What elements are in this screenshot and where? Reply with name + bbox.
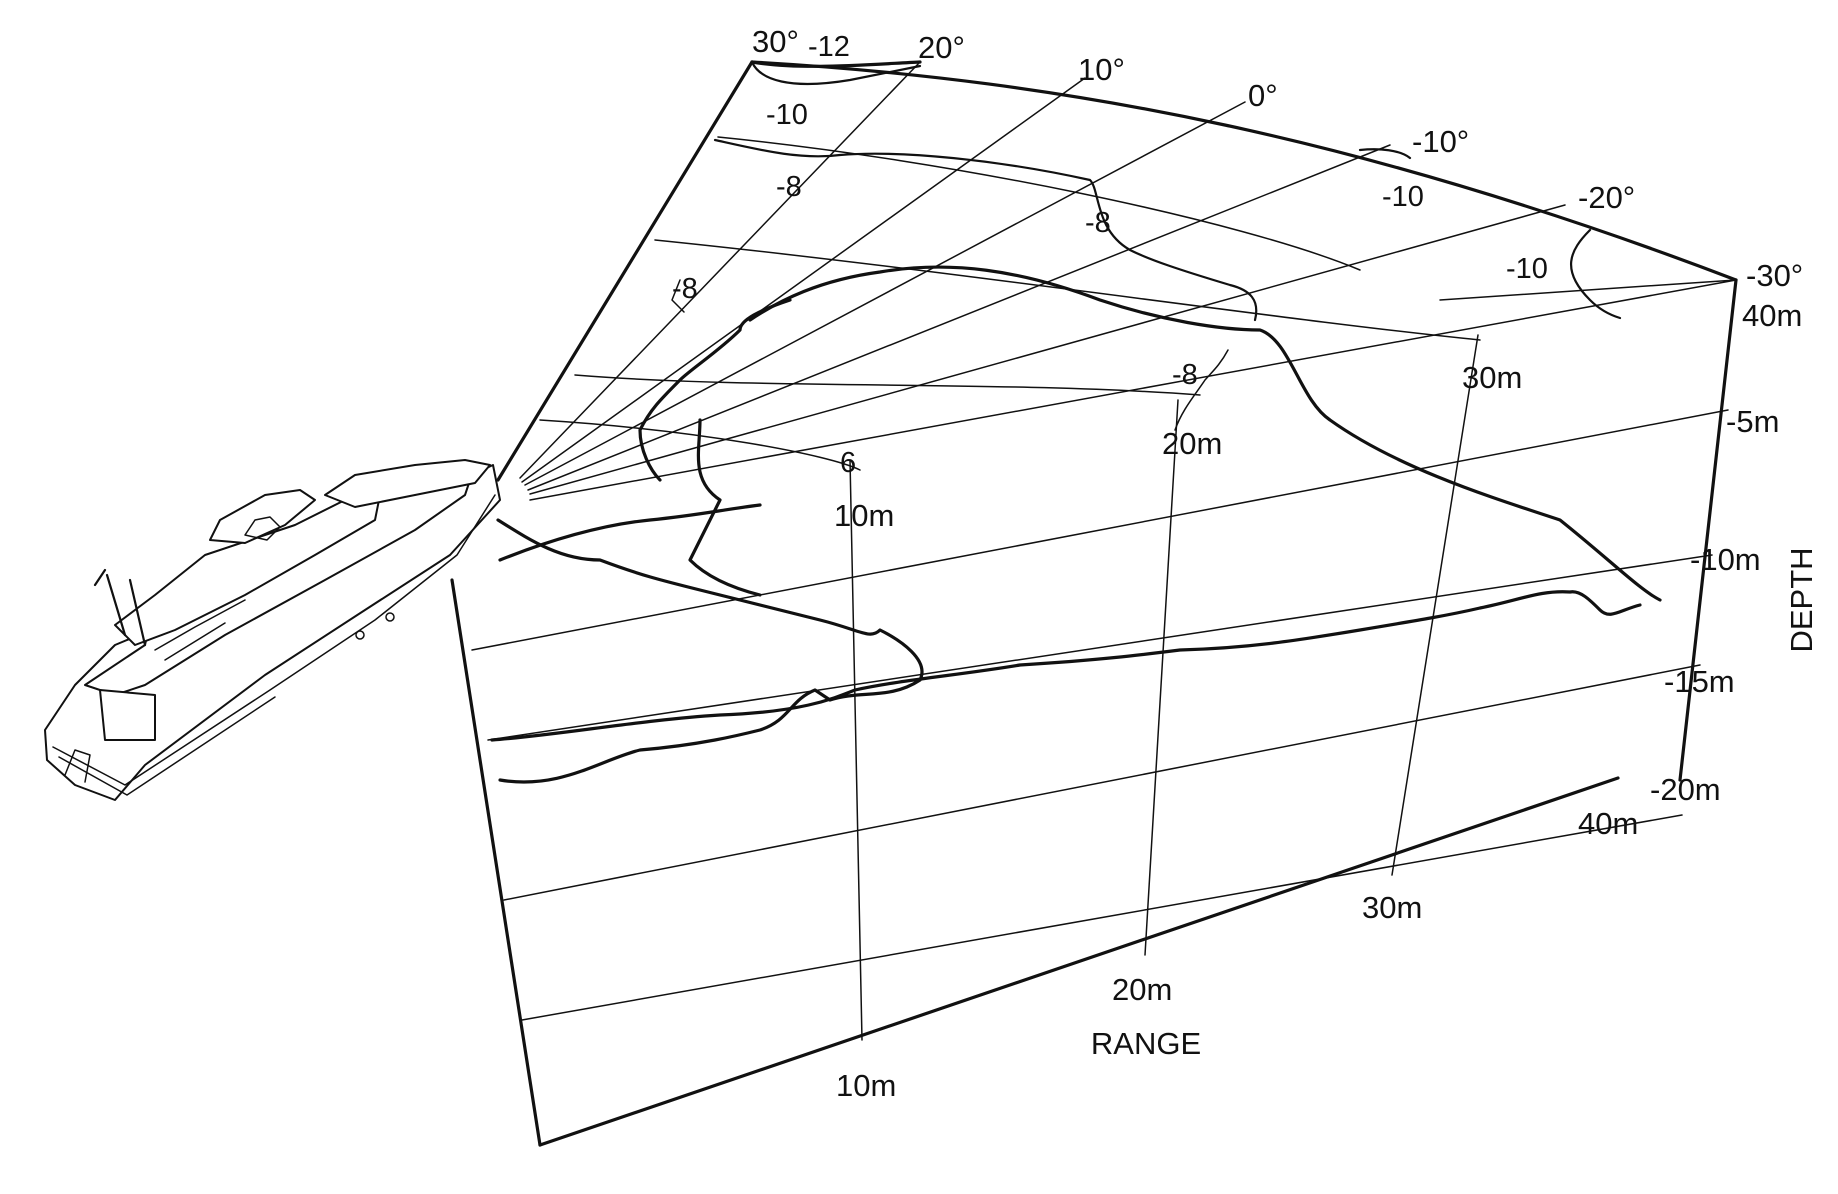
bearing-label-m30: -30° (1746, 258, 1803, 293)
contour-m8-small (1174, 349, 1229, 431)
ray-m30 (529, 279, 1737, 501)
range-arc-20 (574, 374, 1201, 396)
depth-label-10m: -10m (1690, 542, 1761, 577)
bearing-label-20: 20° (918, 30, 965, 65)
contour-label-m10-edge: -10 (1506, 253, 1548, 285)
contour-label-m8-middle: -8 (1085, 207, 1111, 239)
bearing-label-10: 10° (1078, 52, 1125, 87)
contour-label-m8-lower: -8 (1172, 359, 1198, 391)
depth-label-15m: -15m (1664, 664, 1735, 699)
depth-line-20 (521, 814, 1683, 1021)
contour-label-m12: -12 (808, 31, 850, 63)
seabed-profile-d (498, 503, 762, 562)
depth-line-10 (487, 554, 1713, 741)
depth-axis-title: DEPTH (1784, 547, 1819, 652)
ray-m20 (529, 204, 1566, 495)
bottom-range-label-40m: 40m (1578, 806, 1638, 841)
seabed-contours (490, 60, 1662, 784)
bearing-label-m20: -20° (1578, 180, 1635, 215)
ray-m10 (527, 144, 1391, 491)
depth-line-5 (471, 409, 1729, 651)
range-arc-inner (717, 136, 1737, 301)
sonar-grid (450, 60, 1738, 1147)
range-arc-10 (539, 419, 861, 471)
ray-20 (519, 61, 921, 479)
range-drop-10m (849, 459, 863, 1041)
bottom-range-edge (538, 776, 1620, 1147)
seabed-profile-a (496, 518, 924, 784)
bottom-range-label-10m: 10m (836, 1068, 896, 1103)
left-depth-edge (450, 578, 542, 1147)
boat-illustration (44, 459, 501, 801)
contour-m10-edge (1570, 228, 1622, 320)
bottom-range-label-20m: 20m (1112, 972, 1172, 1007)
depth-label-20m: -20m (1650, 772, 1721, 807)
bearing-label-30: 30° (752, 24, 799, 59)
contour-label-m8-left: -8 (672, 273, 698, 305)
contour-m10-main (713, 138, 1258, 322)
depth-label-5m: -5m (1726, 404, 1779, 439)
top-range-label-40m: 40m (1742, 298, 1802, 333)
contour-top (750, 60, 922, 68)
seabed-ridge (748, 265, 1662, 602)
ray-10 (521, 77, 1086, 483)
contour-label-m10-top: -10 (766, 99, 808, 131)
contour-label-m10-right: -10 (1382, 181, 1424, 213)
range-arc-30 (654, 239, 1481, 341)
contour-m8-left (671, 279, 685, 313)
bearing-label-0: 0° (1248, 78, 1278, 113)
range-axis-title: RANGE (1091, 1026, 1201, 1061)
seabed-profile-b (688, 418, 762, 597)
bottom-range-label-30m: 30m (1362, 890, 1422, 925)
far-range-arc (750, 60, 1738, 282)
seabed-profile-c (638, 298, 792, 482)
range-drop-20m (1144, 399, 1179, 956)
left-bearing-edge (496, 60, 754, 482)
top-range-label-30m: 30m (1462, 360, 1522, 395)
contour-label-m8-top: -8 (776, 171, 802, 203)
seabed-profile-main (490, 590, 1642, 742)
contour-m10-right (1358, 148, 1412, 160)
right-depth-edge (1678, 278, 1738, 782)
range-drop-30m (1391, 334, 1479, 876)
bearing-label-m10: -10° (1412, 124, 1469, 159)
contour-m12 (750, 60, 922, 86)
depth-line-15 (503, 664, 1701, 901)
contour-label-6: 6 (840, 447, 856, 479)
top-range-label-10m: 10m (834, 498, 894, 533)
top-range-label-20m: 20m (1162, 426, 1222, 461)
